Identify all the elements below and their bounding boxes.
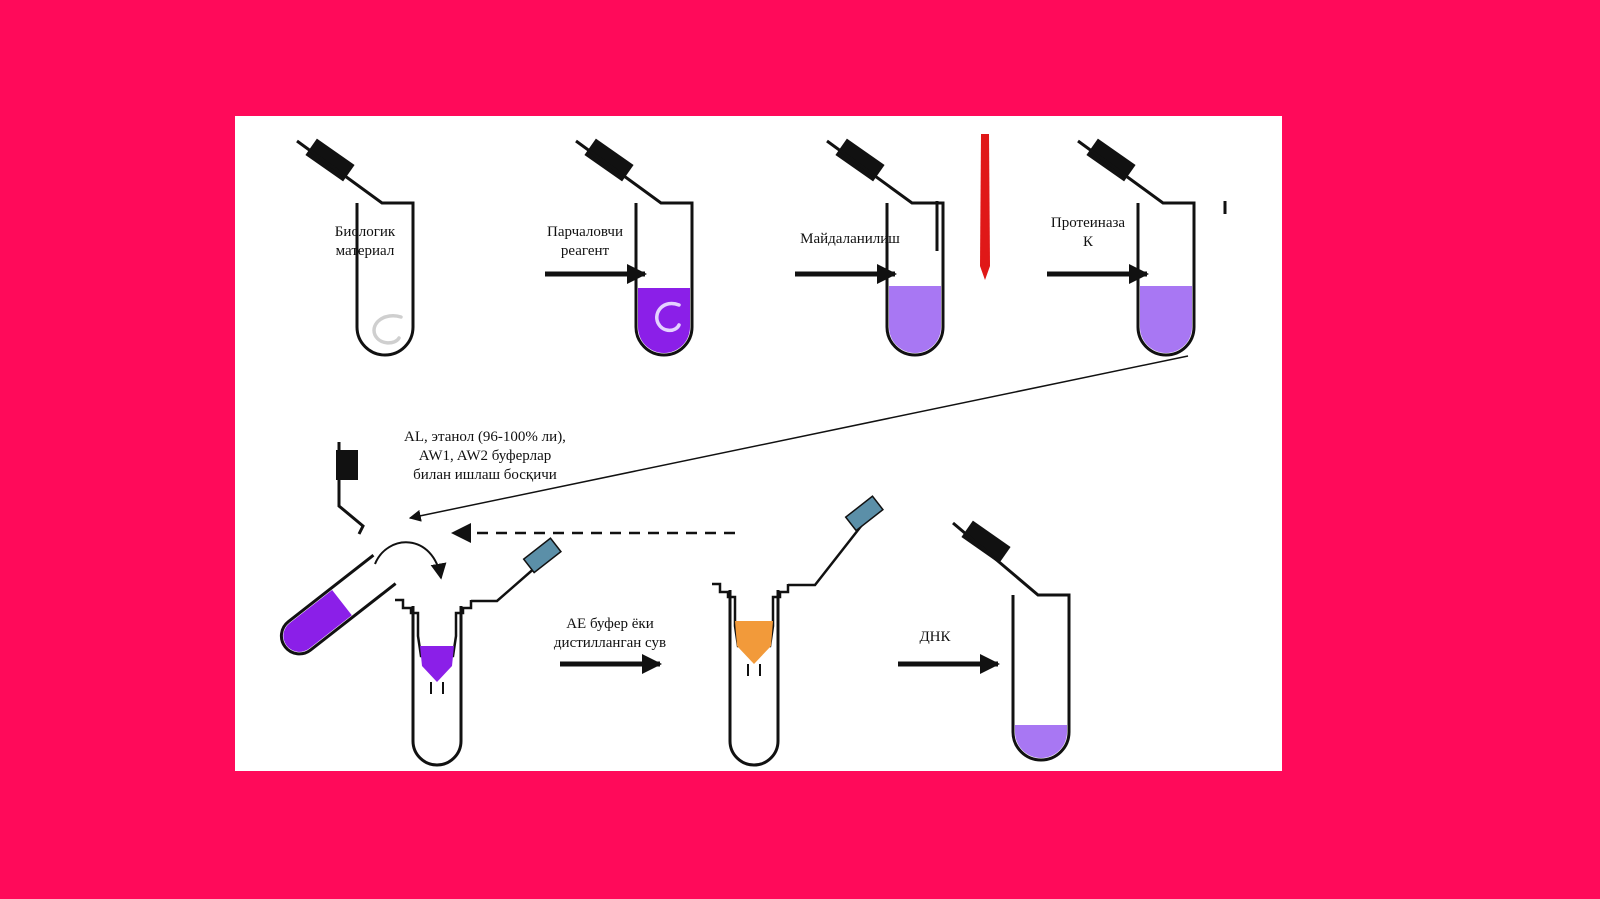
digest-liquid [1140,286,1192,353]
label-biological-material-line1: Биологик [334,224,396,240]
tube-cap-tilted [336,450,358,480]
sample-tissue-in-reagent [655,301,681,333]
arrow-transfer-diagonal [408,355,1189,522]
label-wash-stage-line3: билан ишлаш босқичи [413,467,557,483]
label-lysis-reagent: Парчаловчи реагент [525,223,645,261]
tube-cap-1 [305,138,355,182]
label-elution-buffer-line2: дистилланган сув [553,635,667,651]
label-lysis-reagent-line2: реагент [560,243,610,259]
column-lysate [420,646,454,682]
label-wash-stage-line2: AW1, AW2 буферлар [418,448,552,464]
homogenate-liquid [889,286,941,353]
label-biological-material: Биологик материал [310,223,420,261]
label-lysis-reagent-line1: Парчаловчи [546,224,624,240]
spin-column-elution [712,495,884,767]
label-biological-material-line2: материал [335,243,395,259]
label-dna-line1: ДНК [919,629,951,645]
label-wash-stage-line1: AL, этанол (96-100% ли), [404,429,566,445]
tube-cap-3 [835,138,885,182]
label-dna: ДНК [900,628,970,647]
tube-homogenization [826,134,990,357]
tilted-tube-liquid [283,590,352,652]
lysate-liquid [638,288,690,353]
tube-biological-material [296,138,415,357]
tilted-tube-body [279,554,397,656]
tube-cap-final [961,520,1011,564]
label-wash-stage: AL, этанол (96-100% ли), AW1, AW2 буферл… [360,428,610,485]
pour-curve-arrow [374,541,447,580]
tube-lysis-reagent [575,138,694,357]
label-elution-buffer-line1: AE буфер ёки [566,616,654,632]
spin-column-binding [395,537,562,767]
tube-cap-2 [584,138,634,182]
label-proteinase-k-line2: К [1082,234,1093,250]
column-cap-1 [522,537,562,574]
tube-tilted-pouring [279,442,447,656]
tube-cap-4 [1086,138,1136,182]
dna-extraction-diagram [279,134,1227,767]
sample-tissue [372,314,403,345]
dna-solution [1015,725,1067,758]
pestle [980,134,990,280]
label-proteinase-k: Протеиназа К [1033,214,1143,252]
diagram-panel: Биологик материал Парчаловчи реагент Май… [235,116,1282,771]
label-homogenization-line1: Майдаланилиш [800,231,900,247]
label-homogenization: Майдаланилиш [785,230,915,249]
tube-proteinase-k [1077,138,1227,357]
label-proteinase-k-line1: Протеиназа [1050,215,1126,231]
label-elution-buffer: AE буфер ёки дистилланган сув [535,615,685,653]
column-eluate [735,621,773,664]
column-cap-2 [844,495,884,532]
tube-final-dna [952,520,1071,762]
